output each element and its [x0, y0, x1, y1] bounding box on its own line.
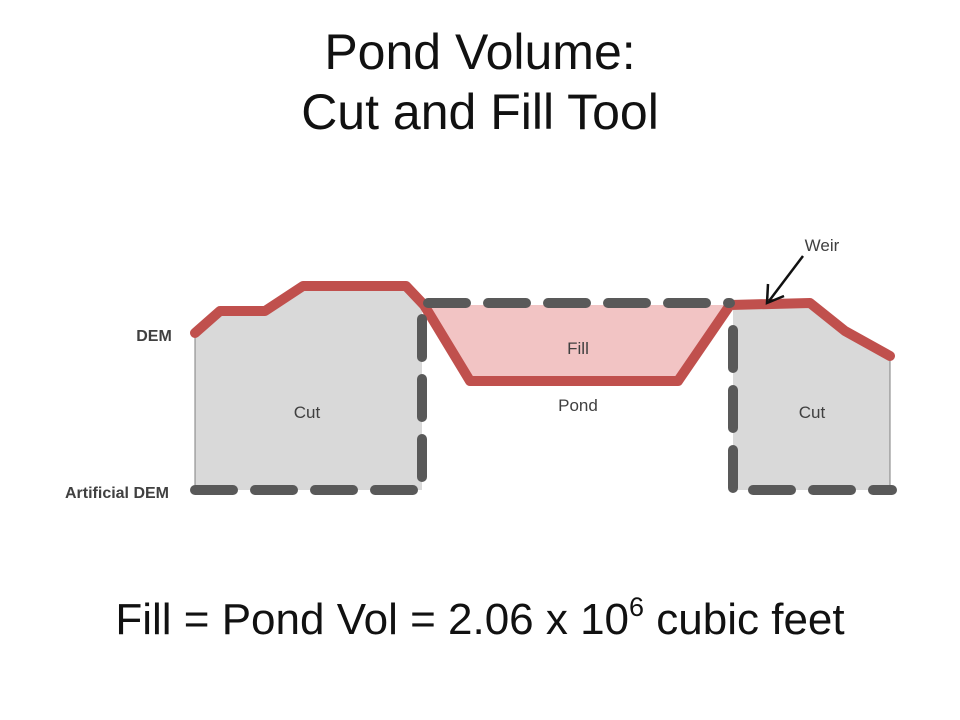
weir-label: Weir — [805, 236, 840, 255]
dem-line — [190, 281, 895, 386]
slide-title: Pond Volume: Cut and Fill Tool — [0, 22, 960, 142]
weir-arrowhead-icon — [765, 283, 785, 305]
cut-label-right: Cut — [799, 403, 826, 422]
title-line-2: Cut and Fill Tool — [301, 84, 659, 140]
cut-label-left: Cut — [294, 403, 321, 422]
artificial-dem-line-left — [190, 298, 735, 495]
fill-label: Fill — [567, 339, 589, 358]
formula-exponent: 6 — [629, 592, 645, 622]
pond-volume-formula: Fill = Pond Vol = 2.06 x 106 cubic feet — [0, 590, 960, 650]
weir-arrow-line — [768, 255, 804, 302]
artificial-dem-line-right — [728, 325, 897, 495]
formula-unit: cubic feet — [644, 595, 845, 644]
title-line-1: Pond Volume: — [324, 24, 636, 80]
formula-text: Fill = Pond Vol = 2.06 x 10 — [115, 595, 630, 644]
dem-label: DEM — [136, 328, 172, 345]
artificial-dem-label: Artificial DEM — [65, 485, 169, 502]
fill-area — [424, 305, 730, 381]
cut-area-left — [195, 286, 422, 490]
pond-label: Pond — [558, 396, 598, 415]
cut-area-right — [733, 304, 890, 490]
